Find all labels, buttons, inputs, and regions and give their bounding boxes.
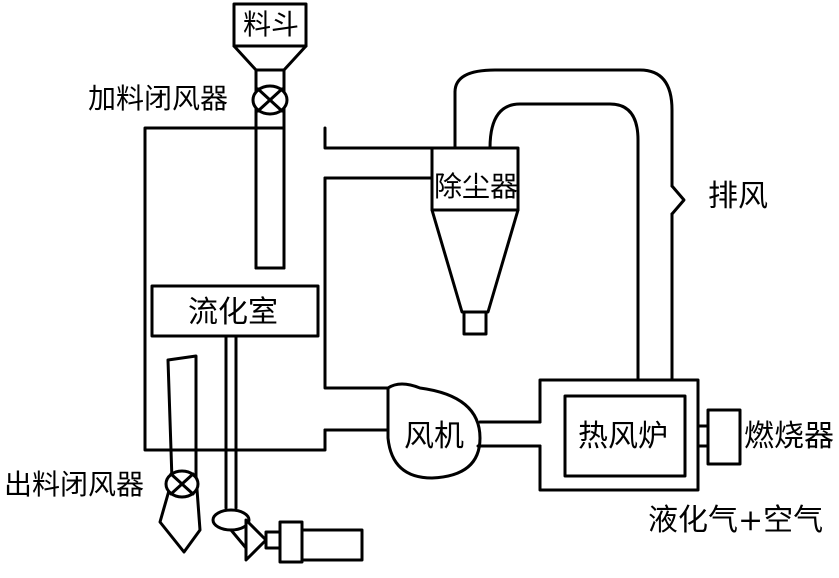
exhaust-vent: 排风 — [670, 179, 768, 382]
exhaust-label: 排风 — [708, 179, 768, 214]
hopper-label: 料斗 — [243, 8, 299, 41]
fuel-air-label: 液化气+空气 — [648, 503, 823, 538]
drying-column — [143, 90, 457, 452]
agitator-drive — [211, 334, 364, 564]
fan: 风机 — [386, 382, 482, 480]
upper-duct — [323, 68, 674, 380]
hot-air-furnace-label: 热风炉 — [578, 419, 668, 454]
feed-airlock-label: 加料闭风器 — [88, 82, 228, 115]
burner: 燃烧器 — [696, 408, 834, 466]
hopper: 料斗 — [232, 2, 308, 72]
dust-collector-label: 除尘器 — [434, 170, 518, 203]
dust-collector: 除尘器 — [430, 146, 520, 336]
fluidization-chamber: 流化室 — [150, 284, 320, 338]
discharge-airlock-label: 出料闭风器 — [4, 468, 144, 501]
fluidization-chamber-label: 流化室 — [188, 295, 278, 330]
hot-air-furnace: 热风炉 — [563, 394, 687, 478]
burner-label: 燃烧器 — [744, 419, 834, 454]
fan-label: 风机 — [404, 419, 464, 454]
discharge-chute — [158, 354, 202, 554]
discharge-airlock-valve — [164, 469, 200, 499]
feed-airlock-valve — [251, 84, 289, 116]
fan-return-duct — [323, 176, 397, 432]
